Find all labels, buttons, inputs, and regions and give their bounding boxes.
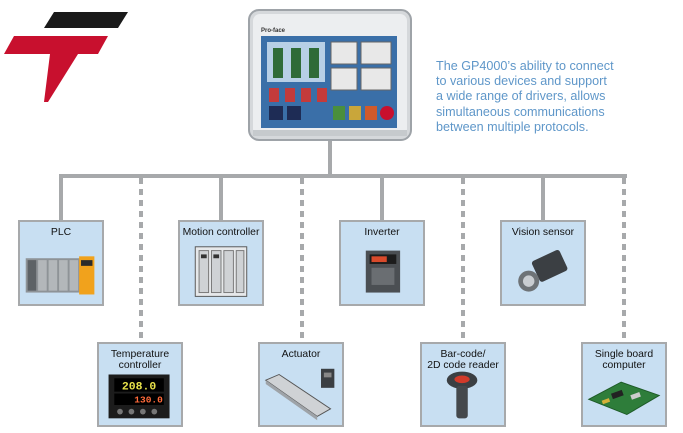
logo-red-bar [4, 36, 108, 54]
hmi-touch-panel: Pro-face [248, 9, 412, 141]
device-barcode-reader: Bar-code/ 2D code reader [420, 342, 506, 427]
device-label: PLC [50, 227, 72, 238]
description-line: The GP4000’s ability to connect [436, 59, 614, 73]
device-label: Inverter [364, 227, 400, 238]
company-logo [4, 12, 128, 102]
device-label: Vision sensor [511, 227, 575, 238]
device-actuator: Actuator [258, 342, 344, 427]
logo-red-stem [44, 54, 78, 102]
actuator-icon [264, 368, 335, 421]
description-line: between multiple protocols. [436, 119, 589, 134]
hmi-brand: Pro-face [261, 28, 286, 34]
device-label: Temperature controller [110, 349, 170, 371]
logo-black-stripe [44, 12, 128, 28]
device-motion-controller: Motion controller [178, 220, 264, 306]
temperature-controller-icon: 208.0 130.0 [108, 374, 170, 419]
description-line: to various devices and support [436, 74, 607, 89]
description-line: simultaneous communications [436, 104, 605, 119]
device-single-board-computer: Single board computer [581, 342, 667, 427]
camera-icon [518, 249, 568, 292]
inverter-icon [365, 250, 401, 293]
temperature-sv: 130.0 [134, 395, 163, 406]
device-temperature-controller: Temperature controller 208.0 130.0 [97, 342, 183, 427]
motion-controller-icon [194, 246, 248, 297]
device-plc: PLC [18, 220, 104, 306]
device-vision-sensor: Vision sensor [500, 220, 586, 306]
device-label: Bar-code/ 2D code reader [427, 349, 499, 371]
device-label: Actuator [281, 349, 321, 360]
device-inverter: Inverter [339, 220, 425, 306]
description-line: a wide range of drivers, allows [436, 89, 606, 104]
plc-icon [25, 256, 95, 295]
temperature-pv: 208.0 [122, 380, 156, 393]
barcode-scanner-icon [446, 371, 478, 419]
device-label: Single board computer [594, 349, 654, 371]
circuit-board-icon [587, 381, 661, 416]
description: The GP4000’s ability to connect to vario… [436, 59, 676, 135]
device-label: Motion controller [182, 227, 260, 238]
